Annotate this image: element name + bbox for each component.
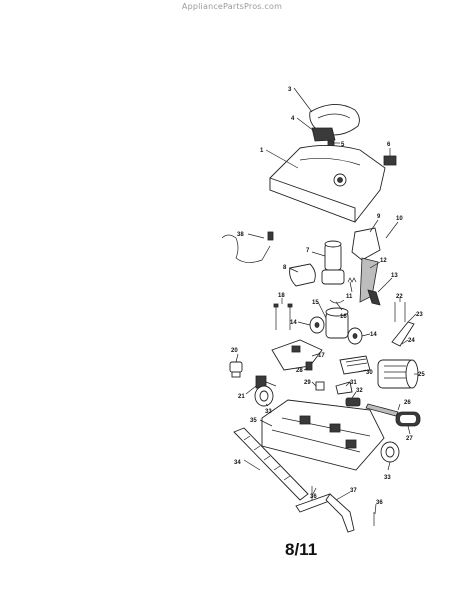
part-washer-right (347, 327, 363, 345)
callout-26: 26 (404, 400, 411, 406)
callout-25: 25 (418, 372, 425, 378)
part-light-bulb (229, 361, 243, 378)
callout-22: 22 (396, 294, 403, 300)
callout-34: 34 (234, 460, 241, 466)
callout-21: 21 (238, 394, 245, 400)
watermark-text: AppliancePartsPros.com (181, 2, 283, 11)
part-28 (305, 361, 313, 371)
callout-7: 7 (306, 248, 310, 254)
callout-1: 1 (260, 148, 264, 154)
part-power-cord (221, 234, 271, 263)
callout-29: 29 (304, 380, 311, 386)
part-swivel (325, 307, 349, 339)
part-screws-18 (273, 303, 293, 330)
callout-5: 5 (341, 142, 345, 148)
callout-3: 3 (288, 87, 292, 93)
callout-14a: 14 (290, 320, 297, 326)
part-belt-arm (391, 302, 415, 347)
part-lever-tab (367, 289, 381, 306)
part-hose-clamp (289, 263, 316, 287)
callout-33b: 33 (384, 475, 391, 481)
callout-labels: 3 4 5 6 1 38 9 10 7 8 12 13 11 15 14 14 … (231, 87, 425, 506)
callout-10: 10 (396, 216, 403, 222)
callout-17: 17 (318, 353, 325, 359)
part-wheel-left (254, 385, 274, 407)
callout-24: 24 (408, 338, 415, 344)
part-31 (335, 381, 353, 395)
part-32 (345, 397, 361, 407)
callout-18: 18 (278, 293, 285, 299)
callout-27: 27 (406, 436, 413, 442)
part-filter-panel (311, 127, 336, 142)
callout-30: 30 (366, 370, 373, 376)
callout-4: 4 (291, 116, 295, 122)
leader-lines (235, 87, 418, 515)
part-base-pan (261, 399, 385, 471)
part-indicator (383, 155, 397, 166)
part-screws-36 (311, 486, 375, 526)
callout-33a: 33 (265, 409, 272, 415)
callout-36b: 36 (376, 500, 383, 506)
callout-37: 37 (350, 488, 357, 494)
part-wheel-right (380, 441, 400, 463)
callout-9: 9 (377, 214, 381, 220)
part-main-hood (269, 145, 386, 223)
part-washer-left (309, 316, 325, 334)
callout-8: 8 (283, 265, 287, 271)
callout-15: 15 (312, 300, 319, 306)
callout-16: 16 (340, 314, 347, 320)
part-spring (347, 277, 357, 283)
part-belt (395, 411, 421, 427)
part-brush-handle (295, 493, 355, 533)
callout-38: 38 (237, 232, 244, 238)
page-number: 8/11 (285, 540, 318, 559)
callout-6: 6 (387, 142, 391, 148)
part-hose-neck (321, 240, 345, 285)
part-motor (377, 359, 419, 389)
callout-35: 35 (250, 418, 257, 424)
callout-31: 31 (350, 380, 357, 386)
part-cord-plug (267, 231, 274, 241)
callout-23: 23 (416, 312, 423, 318)
callout-36a: 36 (310, 494, 317, 500)
callout-12: 12 (380, 258, 387, 264)
part-clip (329, 299, 345, 304)
part-top-cover (309, 104, 360, 136)
part-bracket (351, 227, 381, 261)
callout-20: 20 (231, 348, 238, 354)
part-switch-bracket (339, 355, 371, 375)
part-brush-roll (233, 427, 309, 501)
callout-28: 28 (296, 368, 303, 374)
callout-32: 32 (356, 388, 363, 394)
callout-11: 11 (346, 294, 353, 300)
part-29 (315, 381, 325, 391)
callout-13: 13 (391, 273, 398, 279)
callout-14b: 14 (370, 332, 377, 338)
